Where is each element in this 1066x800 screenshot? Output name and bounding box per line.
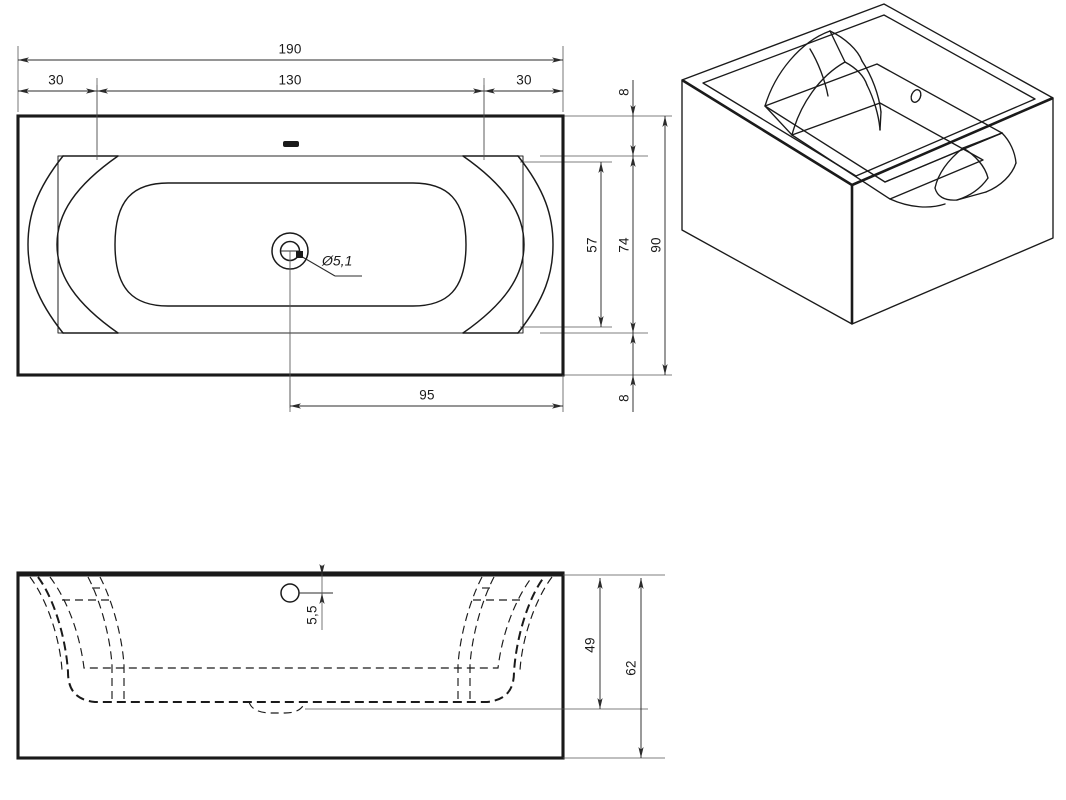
plan-dim-74: 74 — [617, 156, 636, 333]
dim-8-bottom-label: 8 — [617, 394, 632, 402]
dim-74-label: 74 — [617, 237, 632, 253]
dim-30-right-label: 30 — [516, 73, 531, 88]
drain-diameter-label: Ø5,1 — [321, 253, 352, 269]
dim-190-label: 190 — [278, 42, 301, 57]
dim-8-top-label: 8 — [617, 88, 632, 96]
iso-left-backrest — [764, 30, 882, 136]
dim-130-label: 130 — [278, 73, 301, 88]
dim-90-label: 90 — [649, 237, 664, 252]
plan-dim-130: 130 — [97, 73, 484, 94]
elevation-overflow-hole — [280, 583, 300, 603]
elevation-dim-5-5: 5,5 — [305, 564, 325, 630]
elevation-outer-body — [16, 571, 565, 760]
elevation-drain-sump — [248, 701, 306, 714]
elevation-dim-49: 49 — [583, 578, 603, 709]
plan-basin-outline — [114, 182, 467, 307]
dim-95-label: 95 — [419, 388, 434, 403]
iso-seat-ledge — [884, 132, 1003, 183]
iso-rim-edge-front — [681, 78, 853, 187]
plan-dim-95: 95 — [289, 375, 564, 412]
elevation-dim-62: 62 — [624, 578, 644, 758]
elevation-left-backrest-lines — [29, 576, 125, 702]
plan-dim-57: 57 — [585, 162, 604, 327]
plan-right-backrest — [462, 155, 554, 334]
isometric-view — [681, 3, 1054, 325]
plan-dim-30-left: 30 — [18, 73, 97, 94]
iso-basin-bottom — [791, 102, 984, 200]
iso-overflow-hole-icon — [910, 89, 922, 103]
plan-view: Ø5,1 190 30 130 30 — [16, 42, 672, 412]
iso-front-left-face — [681, 79, 853, 325]
plan-dim-90: 90 — [649, 116, 668, 375]
iso-top-rim-face — [681, 3, 1054, 186]
plan-dim-8-bottom: 8 — [617, 333, 636, 412]
elevation-basin-inner-hidden — [49, 576, 533, 669]
iso-rim-edge-right — [851, 96, 1054, 187]
plan-left-backrest — [27, 155, 119, 334]
iso-right-face — [851, 97, 1054, 325]
iso-inner-rim — [702, 14, 1036, 177]
dim-30-left-label: 30 — [48, 73, 63, 88]
elevation-basin-outer-hidden — [37, 576, 545, 703]
elevation-right-backrest-lines — [457, 576, 553, 702]
plan-dim-8-top: 8 — [617, 80, 636, 156]
plan-drain-leader — [296, 251, 362, 277]
plan-rim-inner-edge — [57, 155, 524, 334]
plan-extension-lines — [17, 46, 672, 376]
front-elevation-view: 5,5 49 62 — [16, 564, 665, 760]
plan-overflow-marker — [283, 141, 299, 147]
plan-dim-190: 190 — [18, 42, 563, 63]
dim-5-5-label: 5,5 — [305, 605, 320, 624]
dim-62-label: 62 — [624, 660, 639, 675]
dim-57-label: 57 — [585, 237, 600, 252]
plan-outer-body — [16, 114, 565, 377]
dim-49-label: 49 — [583, 637, 598, 652]
plan-dim-30-right: 30 — [484, 73, 563, 94]
